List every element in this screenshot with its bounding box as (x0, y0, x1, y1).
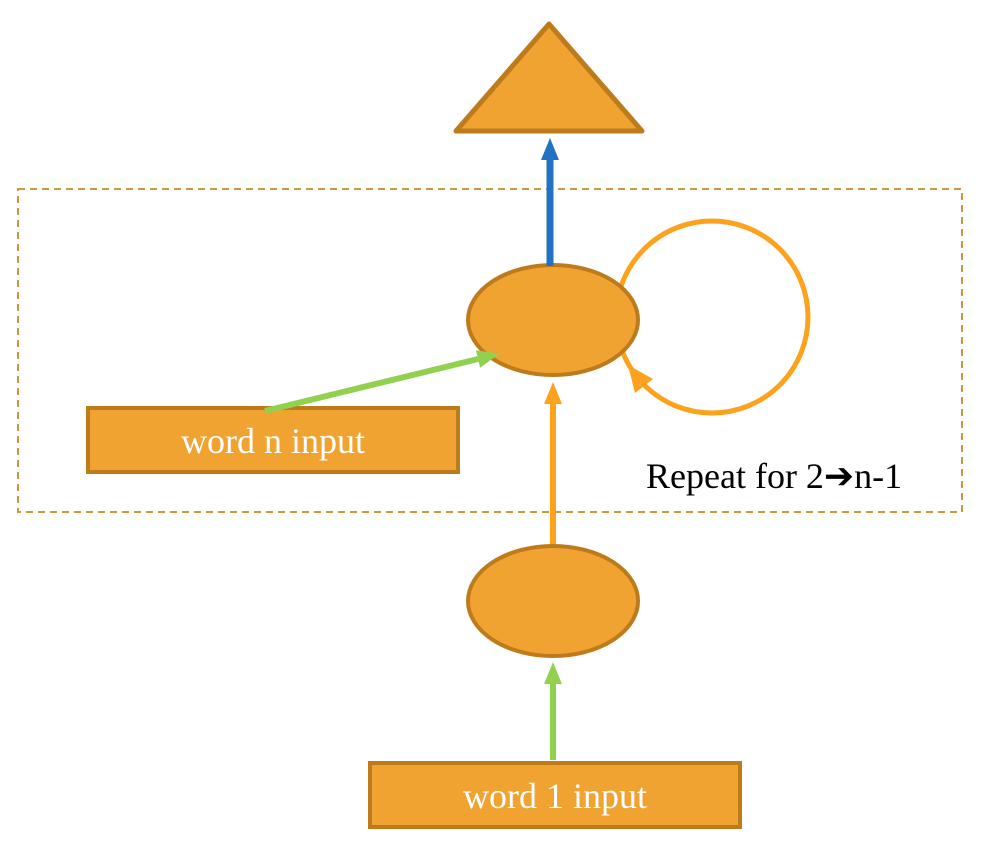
self-loop-arrowhead-icon (628, 365, 653, 393)
initial-state-node (466, 544, 640, 658)
word-1-input-box (368, 761, 742, 829)
output-triangle (453, 21, 645, 134)
word-n-input-box (86, 406, 460, 474)
hidden-state-node (466, 263, 640, 377)
word-n-arrow (264, 350, 500, 414)
word-1-input-label: word 1 input (463, 776, 647, 816)
repeat-region-border (17, 188, 963, 513)
word-n-input-label: word n input (181, 421, 365, 461)
repeat-note: Repeat for 2➔n-1 (646, 456, 902, 496)
